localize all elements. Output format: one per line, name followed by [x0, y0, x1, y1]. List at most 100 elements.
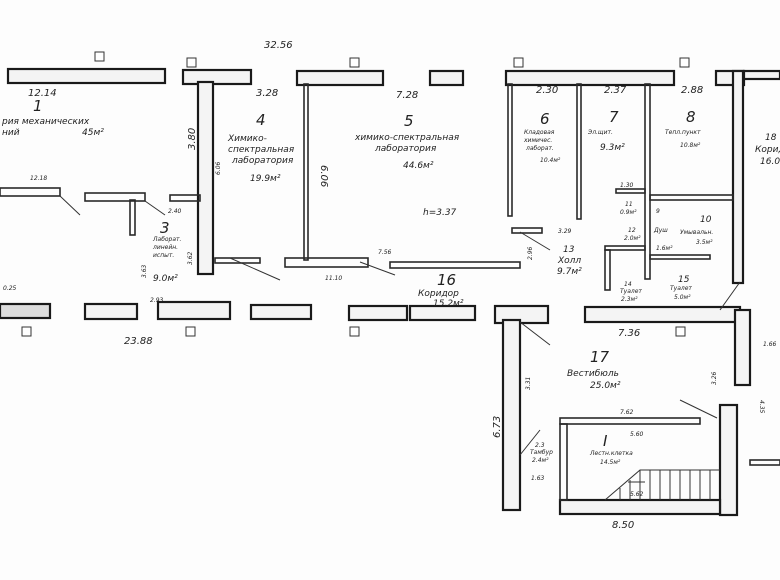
- room-name: химико-спектральная: [354, 133, 460, 143]
- room-number: I: [603, 432, 608, 450]
- room-17: 17 Вестибюль 25.0м²: [567, 348, 621, 391]
- room-number: 5: [404, 112, 414, 130]
- room-area: 9.0м²: [153, 274, 178, 284]
- room-name: спектральная: [228, 145, 295, 155]
- room-area: 44.6м²: [403, 161, 434, 171]
- room-name: рия механических: [1, 117, 90, 127]
- room-number: 7: [609, 108, 619, 126]
- room-area: 2.3м²: [621, 296, 638, 303]
- room-name: Эл.щит.: [587, 129, 613, 136]
- dim: 6.06: [318, 165, 329, 187]
- room-area: 19.9м²: [250, 174, 281, 184]
- room-area: 9.7м²: [557, 267, 582, 277]
- dim: 12.18: [30, 175, 47, 182]
- room-4: 4 Химико- спектральная лаборатория 19.9м…: [227, 111, 295, 184]
- dim: 3.31: [525, 377, 532, 390]
- room-number: 18: [765, 133, 777, 143]
- room-name: ний: [2, 128, 20, 138]
- room-6: 6 Кладовая химичес. лаборат. 10.4м²: [523, 110, 561, 164]
- room-name: лаборатория: [374, 144, 437, 154]
- room-13: 13 Холл 9.7м²: [557, 245, 582, 277]
- dim: 7.36: [618, 328, 640, 339]
- room-7: 7 Эл.щит. 9.3м²: [587, 108, 625, 153]
- room-15: 15 Туалет 5.0м²: [670, 275, 692, 301]
- dim: 6.06: [215, 161, 222, 175]
- dim: 1.30: [620, 182, 634, 189]
- room-number: 9: [656, 208, 660, 215]
- room-name: Кладовая: [524, 129, 555, 136]
- room-18: 18 Корид 16.0: [755, 133, 780, 167]
- room-area: 2.0м²: [624, 235, 641, 242]
- room-area: 15.2м²: [433, 299, 464, 309]
- dim: 2.93: [150, 297, 164, 304]
- dim: 2.30: [536, 85, 558, 96]
- room-name: Корид: [755, 145, 780, 155]
- room-name: Вестибюль: [567, 369, 619, 379]
- column-markers: [21, 51, 690, 337]
- room-number: 16: [437, 271, 456, 289]
- room-name: Умывальн.: [680, 229, 713, 236]
- room-name: Коридор: [418, 289, 459, 299]
- room-name: Тепл.пункт: [665, 129, 701, 136]
- room-number: 12: [628, 227, 636, 234]
- leader-lines: [59, 195, 741, 456]
- dim: 23.88: [124, 336, 153, 347]
- dim-total-top: 32.56: [264, 40, 293, 51]
- room-number: 17: [590, 348, 610, 366]
- room-area: 5.0м²: [674, 294, 691, 301]
- room-area: 45м²: [82, 128, 104, 138]
- room-name: Лаборат.: [152, 236, 182, 243]
- dim: 1.63: [531, 475, 545, 482]
- dim: 2.88: [681, 85, 703, 96]
- dim: 3.63: [141, 264, 148, 278]
- room-name: испыт.: [153, 252, 174, 259]
- room-number: 14: [624, 281, 632, 288]
- dim: 3.62: [187, 251, 194, 265]
- room-area: 9.3м²: [600, 143, 625, 153]
- room-11: 11 0.9м²: [620, 201, 637, 216]
- room-labels: 1 рия механических ний 45м² 3 Лаборат. л…: [1, 97, 780, 466]
- dim: 1.66: [763, 341, 777, 348]
- room-name: химичес.: [523, 137, 552, 144]
- dim: 8.50: [612, 520, 634, 531]
- room-8: 8 Тепл.пункт 10.8м²: [665, 108, 701, 149]
- room-tambour: 2.3 Тамбур 2.4м²: [530, 442, 553, 464]
- dim: 3.80: [187, 128, 198, 150]
- dim: 5.62: [630, 491, 644, 498]
- room-name: лаборатория: [231, 156, 294, 166]
- dim: 2.96: [527, 246, 534, 260]
- dim: 3.26: [711, 371, 718, 385]
- room-name: Туалет: [670, 285, 692, 292]
- dim: 2.40: [168, 208, 182, 215]
- dim: 7.56: [378, 249, 392, 256]
- dim: 5.60: [630, 431, 644, 438]
- room-name: лаборат.: [525, 145, 554, 152]
- room-height: h=3.37: [423, 208, 457, 218]
- room-area: 14.5м²: [600, 459, 621, 466]
- room-name: линейн.: [152, 244, 178, 251]
- room-1: 1 рия механических ний 45м²: [1, 97, 104, 138]
- room-number: 4: [256, 111, 266, 129]
- dim: 7.28: [396, 90, 418, 101]
- room-number: 8: [686, 108, 696, 126]
- room-number: 11: [625, 201, 633, 208]
- dim: 2.37: [604, 85, 627, 96]
- room-area: 10.8м²: [680, 142, 701, 149]
- room-16: 16 Коридор 15.2м²: [418, 271, 464, 309]
- dim: 7.62: [620, 409, 634, 416]
- room-area: 1.6м²: [656, 245, 673, 252]
- room-name: Тамбур: [530, 449, 553, 456]
- room-9: 9 Душ 1.6м²: [653, 208, 673, 252]
- room-area: 3.5м²: [696, 239, 713, 246]
- room-number: 13: [563, 245, 575, 255]
- dimensions: 32.56 12.14 3.28 7.28 2.30 2.37 2.88 3.8…: [3, 40, 777, 531]
- room-area: 10.4м²: [540, 157, 561, 164]
- room-name: Туалет: [620, 288, 642, 295]
- room-staircase-I: I Лестн.клетка 14.5м²: [589, 432, 633, 466]
- room-number: 1: [33, 97, 43, 115]
- room-number: 3: [160, 219, 170, 237]
- room-number: 15: [678, 275, 690, 285]
- room-name: Лестн.клетка: [589, 450, 633, 457]
- room-area: 25.0м²: [590, 381, 621, 391]
